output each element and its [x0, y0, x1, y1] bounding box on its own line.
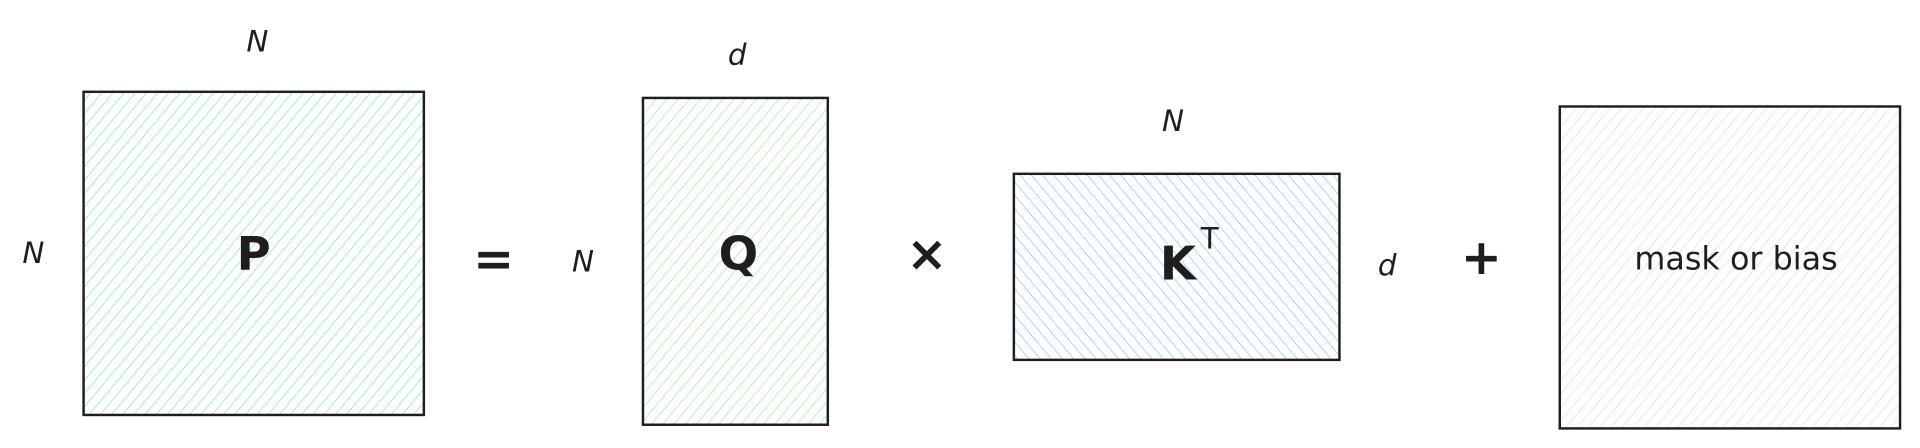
- matrix-kt-top-dim: N: [1162, 104, 1184, 138]
- matrix-p: [82, 90, 426, 417]
- matrix-q: [641, 96, 830, 426]
- mask-or-bias-matrix: [1558, 105, 1902, 430]
- plus-operator: +: [1461, 229, 1502, 286]
- matrix-p-label: P: [237, 227, 271, 281]
- matrix-kt-superscript: T: [1200, 221, 1220, 255]
- matrix-p-top-dim: N: [246, 24, 268, 58]
- mask-or-bias-label: mask or bias: [1634, 240, 1837, 278]
- matrix-q-side-dim: N: [572, 245, 594, 279]
- matrix-kt-label: K: [1160, 236, 1198, 290]
- matrix-kt: [1012, 172, 1341, 362]
- matrix-p-side-dim: N: [22, 236, 44, 270]
- equals-operator: =: [473, 230, 514, 287]
- matrix-q-top-dim: d: [728, 38, 747, 72]
- matrix-kt-side-dim: d: [1378, 248, 1397, 282]
- times-operator: ×: [906, 226, 947, 283]
- matrix-q-label: Q: [719, 227, 759, 281]
